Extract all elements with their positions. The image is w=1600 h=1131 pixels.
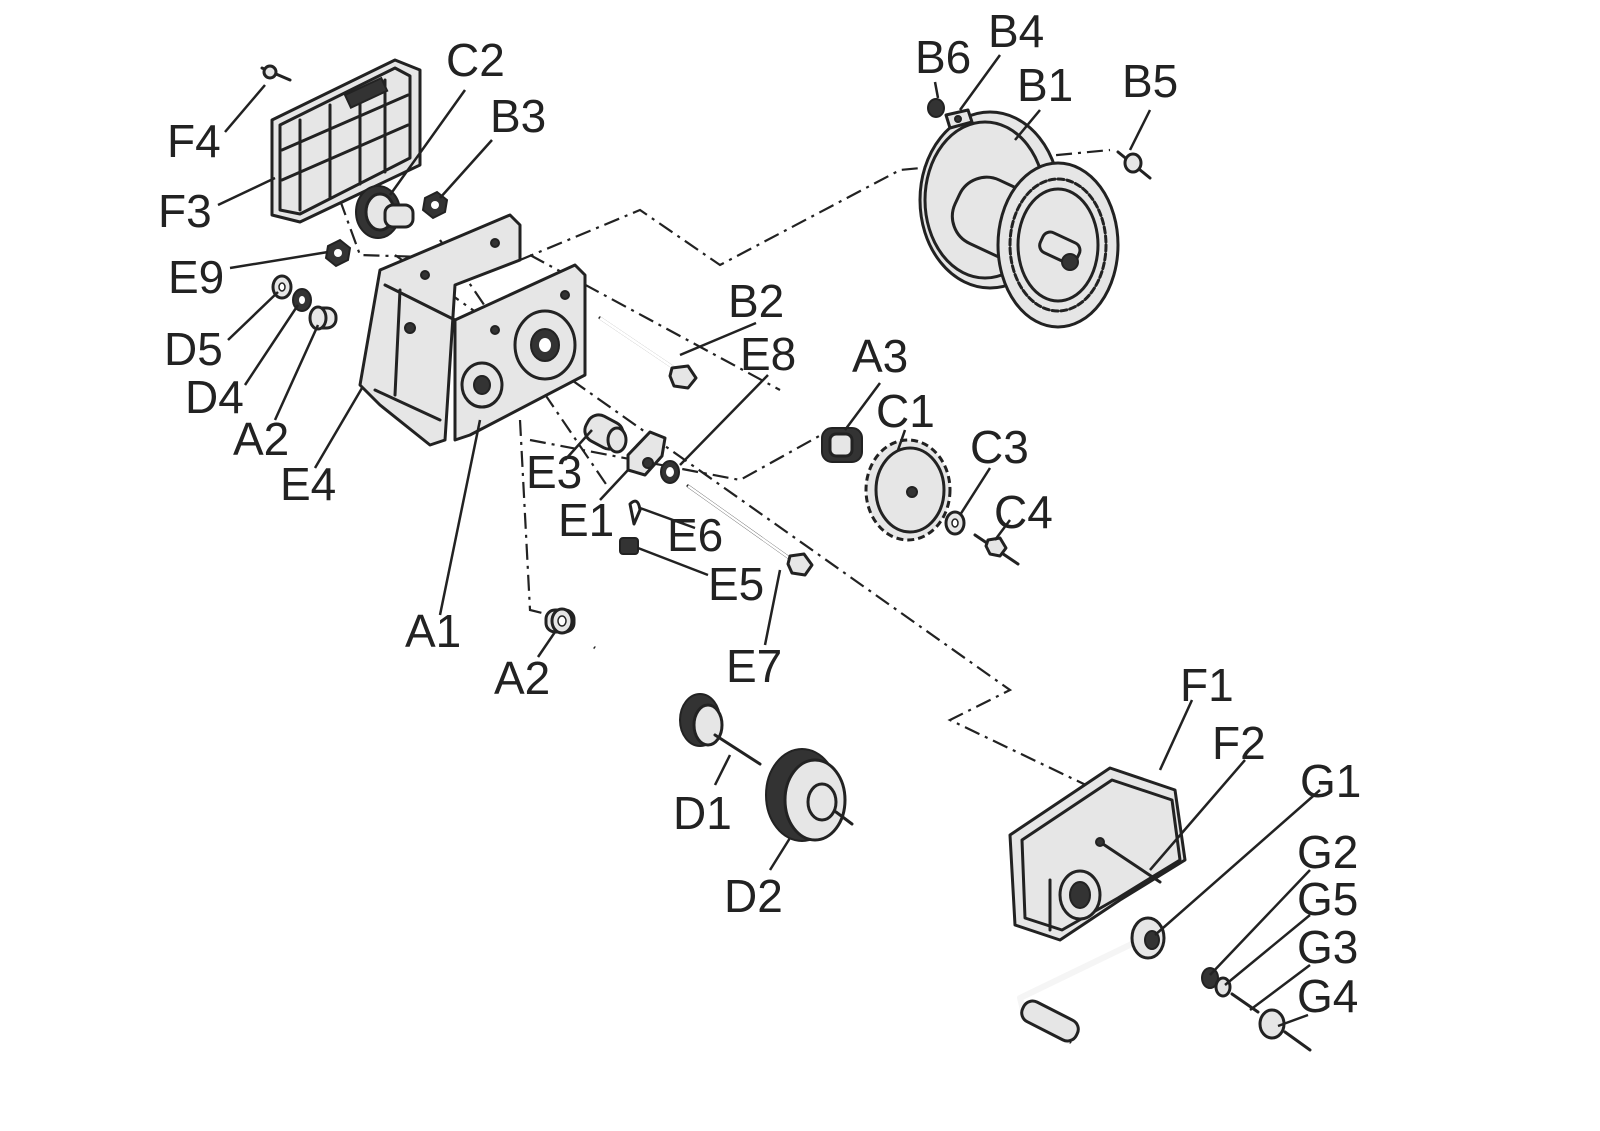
- pin-e3: [583, 413, 628, 454]
- label-g2: G2: [1297, 826, 1358, 878]
- spring-e5: [619, 537, 639, 555]
- label-e4: E4: [280, 458, 336, 510]
- label-c3: C3: [970, 421, 1029, 473]
- crank-handle-g1: [1017, 916, 1166, 1045]
- label-a1: A1: [405, 605, 461, 657]
- bolt-c4: [973, 533, 1020, 566]
- label-b1: B1: [1017, 59, 1073, 111]
- label-e8: E8: [740, 328, 796, 380]
- washer-g2: [1201, 967, 1219, 989]
- housing-f1: [1008, 766, 1187, 942]
- screw-f4: [260, 64, 292, 82]
- label-b6: B6: [915, 31, 971, 83]
- label-g1: G1: [1300, 755, 1361, 807]
- label-e7: E7: [726, 640, 782, 692]
- label-f4: F4: [167, 115, 221, 167]
- label-d4: D4: [185, 371, 244, 423]
- label-a3: A3: [852, 330, 908, 382]
- label-g4: G4: [1297, 970, 1358, 1022]
- washer-e8: [660, 460, 680, 484]
- bushing-a2-bottom: [544, 607, 576, 635]
- label-c1: C1: [876, 385, 935, 437]
- label-f3: F3: [158, 185, 212, 237]
- cover-plate-f3: [270, 58, 422, 224]
- screw-g3: [1230, 992, 1260, 1014]
- pinion-gear-c2: [355, 185, 415, 239]
- bearing-a3: [821, 427, 863, 463]
- spring-e6: [628, 499, 642, 526]
- drum-b1: [918, 110, 1120, 329]
- shaft-d1: [593, 645, 762, 766]
- label-e9: E9: [168, 251, 224, 303]
- leader-lines: [217, 54, 1321, 1028]
- screw-f2: [1095, 837, 1162, 884]
- bolt-e7: [686, 484, 814, 577]
- label-c2: C2: [446, 34, 505, 86]
- label-f1: F1: [1180, 659, 1234, 711]
- label-d2: D2: [724, 870, 783, 922]
- label-e5: E5: [708, 558, 764, 610]
- gear-d2: [765, 748, 854, 842]
- label-a2-top: A2: [233, 413, 289, 465]
- label-d1: D1: [673, 787, 732, 839]
- label-f2: F2: [1212, 717, 1266, 769]
- main-frame-a1: [358, 213, 587, 447]
- label-d5: D5: [164, 323, 223, 375]
- label-e3: E3: [526, 446, 582, 498]
- washer-g5: [1214, 976, 1232, 998]
- screw-b5: [1116, 150, 1152, 180]
- label-e6: E6: [667, 509, 723, 561]
- bushing-a2-top: [308, 305, 338, 331]
- part-labels: F4 F3 C2 B3 B6 B4 B1 B5 E9 D5 D4 A2 E4 B…: [158, 5, 1361, 1022]
- nut-b6: [927, 98, 945, 118]
- label-b3: B3: [490, 90, 546, 142]
- label-a2-bottom: A2: [494, 652, 550, 704]
- label-b2: B2: [728, 275, 784, 327]
- label-g5: G5: [1297, 873, 1358, 925]
- label-b5: B5: [1122, 55, 1178, 107]
- bolt-b2: [598, 316, 698, 390]
- nut-e9: [324, 238, 352, 268]
- washer-c3: [944, 510, 966, 536]
- label-b4: B4: [988, 5, 1044, 57]
- label-g3: G3: [1297, 921, 1358, 973]
- label-c4: C4: [994, 486, 1053, 538]
- clip-b4: [944, 108, 974, 130]
- pawl-e1: [626, 430, 667, 477]
- label-e1: E1: [558, 494, 614, 546]
- gear-c1: [864, 438, 952, 542]
